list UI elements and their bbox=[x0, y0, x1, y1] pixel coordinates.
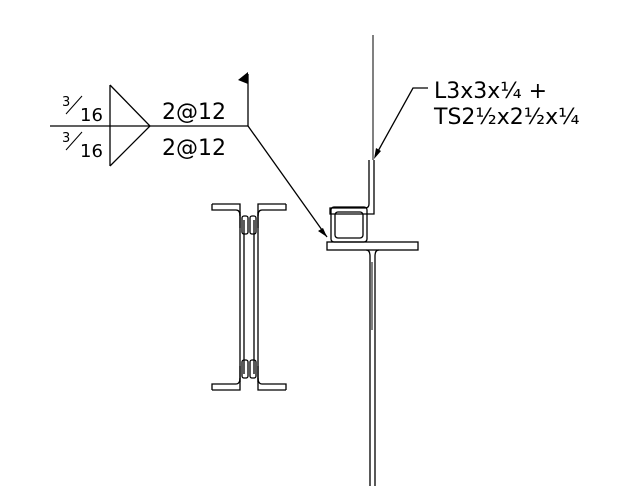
bottom-right-filler bbox=[249, 359, 257, 379]
angle-section bbox=[329, 160, 375, 215]
top-right-filler bbox=[249, 215, 257, 235]
top-left-flange bbox=[212, 203, 241, 228]
callout-arrowhead-icon bbox=[374, 148, 381, 159]
member-callout: L3x3x¼ + TS2½x2½x¼ bbox=[374, 79, 579, 159]
tee-stem-left bbox=[365, 249, 371, 486]
callout-line-1: L3x3x¼ + bbox=[434, 79, 547, 104]
top-left-flange-edge bbox=[211, 204, 241, 217]
upper-weld-pitch: 2@12 bbox=[162, 100, 226, 125]
bottom-left-filler bbox=[241, 359, 249, 379]
weld-symbol: 3 16 2@12 3 16 2@12 bbox=[50, 72, 328, 238]
tee-stem-right bbox=[374, 249, 380, 486]
weld-arrowhead-icon bbox=[318, 228, 327, 237]
upper-size-denominator: 16 bbox=[80, 105, 103, 126]
lower-fraction-bar bbox=[65, 131, 83, 151]
bottom-left-flange-edge bbox=[211, 377, 241, 390]
lower-weld-pitch: 2@12 bbox=[162, 136, 226, 161]
lower-size-numerator: 3 bbox=[62, 131, 70, 146]
upper-fraction-bar bbox=[65, 95, 83, 115]
weld-leader-line bbox=[247, 125, 328, 238]
main-connection bbox=[326, 160, 419, 486]
top-right-flange-edge bbox=[257, 204, 287, 217]
upper-size-numerator: 3 bbox=[62, 95, 70, 110]
fillet-weld-symbol bbox=[109, 84, 151, 167]
callout-line-2: TS2½x2½x¼ bbox=[433, 105, 579, 130]
top-right-flange bbox=[257, 203, 286, 228]
field-weld-flag-icon bbox=[238, 72, 248, 84]
tube-section-inner bbox=[334, 211, 364, 239]
bottom-right-flange-edge bbox=[257, 377, 287, 390]
lower-size-denominator: 16 bbox=[80, 141, 103, 162]
callout-leader-line bbox=[376, 87, 428, 154]
tee-flange bbox=[326, 241, 419, 251]
bottom-left-flange bbox=[212, 366, 241, 391]
bottom-right-flange bbox=[257, 366, 286, 391]
top-left-filler bbox=[241, 215, 249, 235]
side-member-elevation bbox=[211, 203, 287, 391]
